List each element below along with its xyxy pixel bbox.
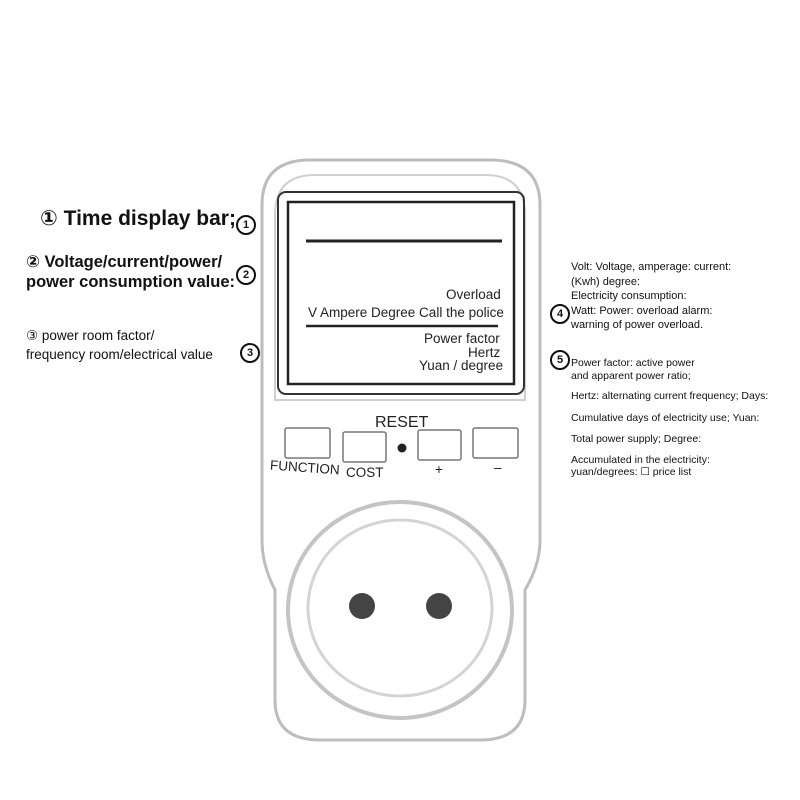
note-line: Electricity consumption:	[571, 290, 687, 302]
voltage-label-line1: ② Voltage/current/power/	[26, 253, 223, 271]
right-notes-a: Volt: Voltage, amperage: current: (Kwh) …	[571, 260, 731, 333]
note-line: (Kwh) degree:	[571, 275, 641, 288]
voltage-label-line2: power consumption value:	[26, 273, 236, 291]
socket-hole-left	[349, 593, 375, 619]
plus-label: +	[435, 462, 443, 477]
cost-label: COST	[346, 465, 384, 480]
display-screen	[286, 200, 516, 386]
plus-button	[417, 429, 462, 461]
marker-2: 2	[236, 265, 256, 285]
socket-inner	[306, 518, 494, 698]
note-line: Watt: Power: overload alarm:	[571, 304, 713, 317]
power-factor-label: ③ power room factor/ frequency room/elec…	[26, 326, 213, 364]
function-button	[284, 427, 331, 459]
power-factor-label-line1: ③ power room factor/	[26, 328, 155, 343]
display-frame	[277, 191, 525, 395]
note-line: Volt: Voltage, amperage: current:	[571, 261, 732, 273]
note-line: Hertz: alternating current frequency; Da…	[571, 390, 769, 402]
voltage-label: ② Voltage/current/power/ power consumpti…	[26, 252, 235, 292]
minus-label: –	[494, 460, 502, 475]
screen-units-row: V Ampere Degree Call the police	[308, 305, 504, 320]
note-line: Power factor: active power	[571, 357, 695, 369]
cost-button	[342, 431, 387, 463]
marker-4: 4	[550, 304, 570, 324]
marker-3: 3	[240, 343, 260, 363]
note-line: Total power supply; Degree:	[571, 433, 702, 445]
note-line: yuan/degrees: ☐ price list	[571, 466, 692, 478]
note-line: and apparent power ratio;	[571, 370, 691, 382]
socket-hole-right	[426, 593, 452, 619]
marker-1: 1	[236, 215, 256, 235]
reset-hole	[397, 443, 407, 453]
minus-button	[472, 427, 519, 459]
power-factor-label-line2: frequency room/electrical value	[26, 347, 213, 362]
screen-overload: Overload	[446, 287, 501, 302]
screen-power-factor: Power factor	[424, 331, 500, 346]
note-line: Accumulated in the electricity:	[571, 454, 710, 466]
note-line: Cumulative days of electricity use; Yuan…	[571, 412, 760, 424]
time-display-label: ① Time display bar;	[40, 207, 236, 230]
marker-5: 5	[550, 350, 570, 370]
screen-hertz: Hertz	[468, 345, 501, 360]
screen-yuan-degree: Yuan / degree	[419, 358, 504, 373]
note-line: warning of power overload.	[571, 319, 704, 331]
reset-label: RESET	[375, 414, 429, 431]
